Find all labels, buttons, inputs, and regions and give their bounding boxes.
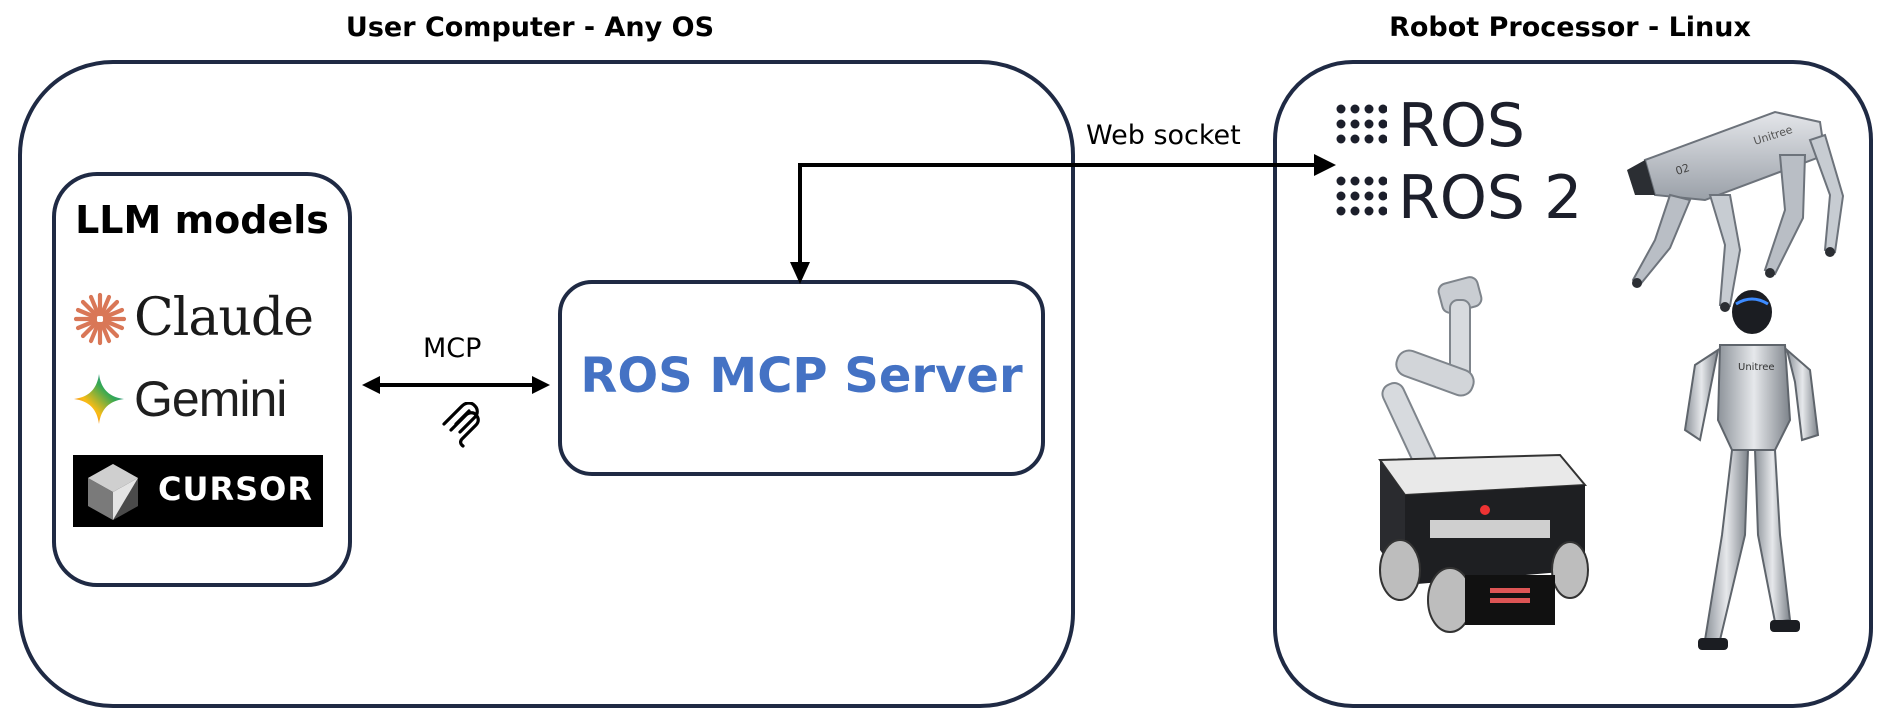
claude-sunburst-icon [73, 292, 127, 346]
claude-label: Claude [134, 288, 314, 348]
gemini-label: Gemini [134, 371, 287, 427]
humanoid-robot-icon: Unitree [1683, 290, 1820, 650]
websocket-connector-arrow [790, 154, 1336, 284]
ros-mcp-server-label: ROS MCP Server [580, 348, 1023, 404]
quadruped-robot-icon: Unitree 02 [1627, 110, 1845, 312]
websocket-link-label: Web socket [1086, 120, 1241, 151]
user-computer-title: User Computer - Any OS [345, 12, 715, 43]
ros-dots-icon [1336, 104, 1387, 144]
mcp-logo-icon [442, 402, 480, 448]
mcp-double-arrow [362, 376, 550, 394]
robot-processor-title: Robot Processor - Linux [1389, 12, 1751, 43]
ros-logo-text: ROS [1398, 91, 1526, 161]
llm-models-title: LLM models [75, 198, 329, 242]
ros2-logo-text: ROS 2 [1398, 163, 1583, 233]
ros-mcp-server-box [558, 280, 1045, 476]
gemini-star-icon [74, 374, 124, 424]
quadruped-tag-text: 02 [1674, 161, 1691, 178]
mobile-manipulator-robot-icon [1378, 276, 1589, 633]
cursor-cube-icon [88, 464, 138, 520]
humanoid-badge-text: Unitree [1738, 362, 1775, 373]
mcp-link-label: MCP [423, 333, 482, 364]
cursor-label: CURSOR [158, 470, 313, 508]
ros2-dots-icon [1336, 176, 1387, 216]
